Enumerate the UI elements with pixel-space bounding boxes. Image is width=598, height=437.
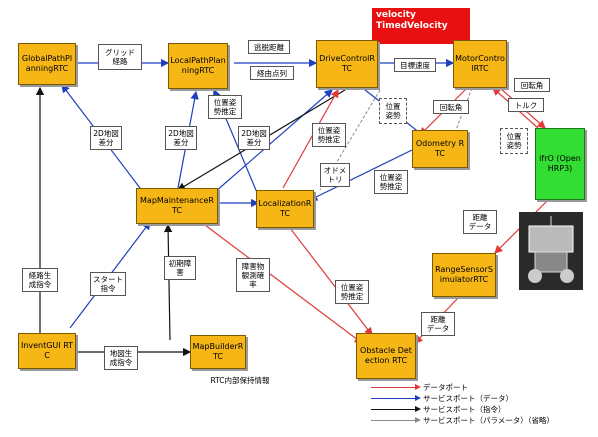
drive-control-rtc: DriveControlRTC (316, 40, 378, 88)
pose-label-dashed-2: 位置 姿勢 (500, 128, 528, 154)
global-path-planning-rtc: GlobalPathPlanningRTC (18, 43, 76, 85)
odometry-label: オドメ トリ (320, 163, 350, 187)
rtc-internal-info-caption: RTC内部保持情報 (210, 376, 270, 385)
target-speed-label: 目標速度 (394, 58, 436, 72)
torque-label: トルク (508, 98, 544, 112)
map-diff-label-3: 2D地図 差分 (238, 126, 270, 150)
timed-velocity-label: TimedVelocity (376, 21, 448, 31)
path-gen-cmd-label: 経路生 成指令 (22, 268, 58, 292)
odometry-rtc: Odometry RTC (412, 130, 468, 168)
obstacle-detection-rtc: Obstacle Detection RTC (356, 333, 416, 379)
legend: データポート サービスポート（データ） サービスポート（指令） サービスポート（… (371, 382, 591, 426)
grid-path-label: グリッド 経路 (98, 44, 142, 70)
map-builder-rtc: MapBuilderRTC (190, 335, 246, 369)
via-points-label: 経由点列 (250, 66, 294, 80)
pose-estimate-label-d: 位置姿 勢推定 (335, 280, 369, 304)
velocity-type-box: velocity TimedVelocity (372, 8, 470, 44)
map-diff-label-1: 2D地図 差分 (90, 126, 122, 150)
edge-mm-dc (214, 89, 333, 193)
avoid-distance-label: 逃脱距離 (248, 40, 290, 54)
legend-row: サービスポート（データ） (371, 393, 591, 404)
edge-od-loc (308, 149, 413, 201)
edge-mm-od (204, 224, 363, 344)
rotation-angle-label-2: 回転角 (433, 100, 469, 114)
obstacle-obs-rate-label: 障害物 観測確 率 (236, 258, 270, 292)
distance-data-label-1: 距離 データ (463, 210, 497, 234)
range-sensor-simulator-rtc: RangeSensorSimulatorRTC (432, 253, 496, 297)
legend-label: サービスポート（パラメータ）（省略） (423, 416, 555, 425)
legend-label: サービスポート（データ） (423, 394, 513, 403)
legend-row: データポート (371, 382, 591, 393)
distance-data-label-2: 距離 データ (421, 312, 455, 336)
openhrp3-robot-rtc: ifrO (OpenHRP3) (535, 128, 585, 200)
legend-label: データポート (423, 383, 468, 392)
velocity-label: velocity (376, 10, 416, 20)
pose-estimate-label-b: 位置姿 勢推定 (312, 123, 346, 147)
pose-label-dashed-1: 位置 姿勢 (379, 98, 407, 124)
legend-row: サービスポート（パラメータ）（省略） (371, 415, 591, 426)
edge-loc-dc (282, 88, 339, 189)
legend-label: サービスポート（指令） (423, 405, 506, 414)
pose-estimate-label-a: 位置姿 勢推定 (208, 95, 242, 119)
start-cmd-label: スタート指令 (90, 272, 126, 296)
invent-gui-rtc: InventGUI RTC (18, 333, 76, 369)
map-maintenance-rtc: MapMaintenanceRTC (136, 188, 218, 224)
localization-rtc: LocalizationRTC (256, 190, 314, 228)
local-path-planning-rtc: LocalPathPlanningRTC (168, 43, 228, 89)
init-obstacle-label: 初期障 害 (164, 256, 196, 280)
map-diff-label-2: 2D地図 差分 (165, 126, 197, 150)
robot-image-icon (519, 212, 583, 290)
motor-control-rtc: MotorControlRTC (453, 40, 507, 88)
map-gen-cmd-label: 地図生 成指令 (104, 346, 138, 370)
edge-mb-mm (163, 223, 173, 341)
rotation-angle-label-1: 回転角 (514, 78, 550, 92)
legend-row: サービスポート（指令） (371, 404, 591, 415)
edge-loc-od (289, 227, 373, 336)
pose-estimate-label-c: 位置姿 勢推定 (374, 170, 408, 194)
